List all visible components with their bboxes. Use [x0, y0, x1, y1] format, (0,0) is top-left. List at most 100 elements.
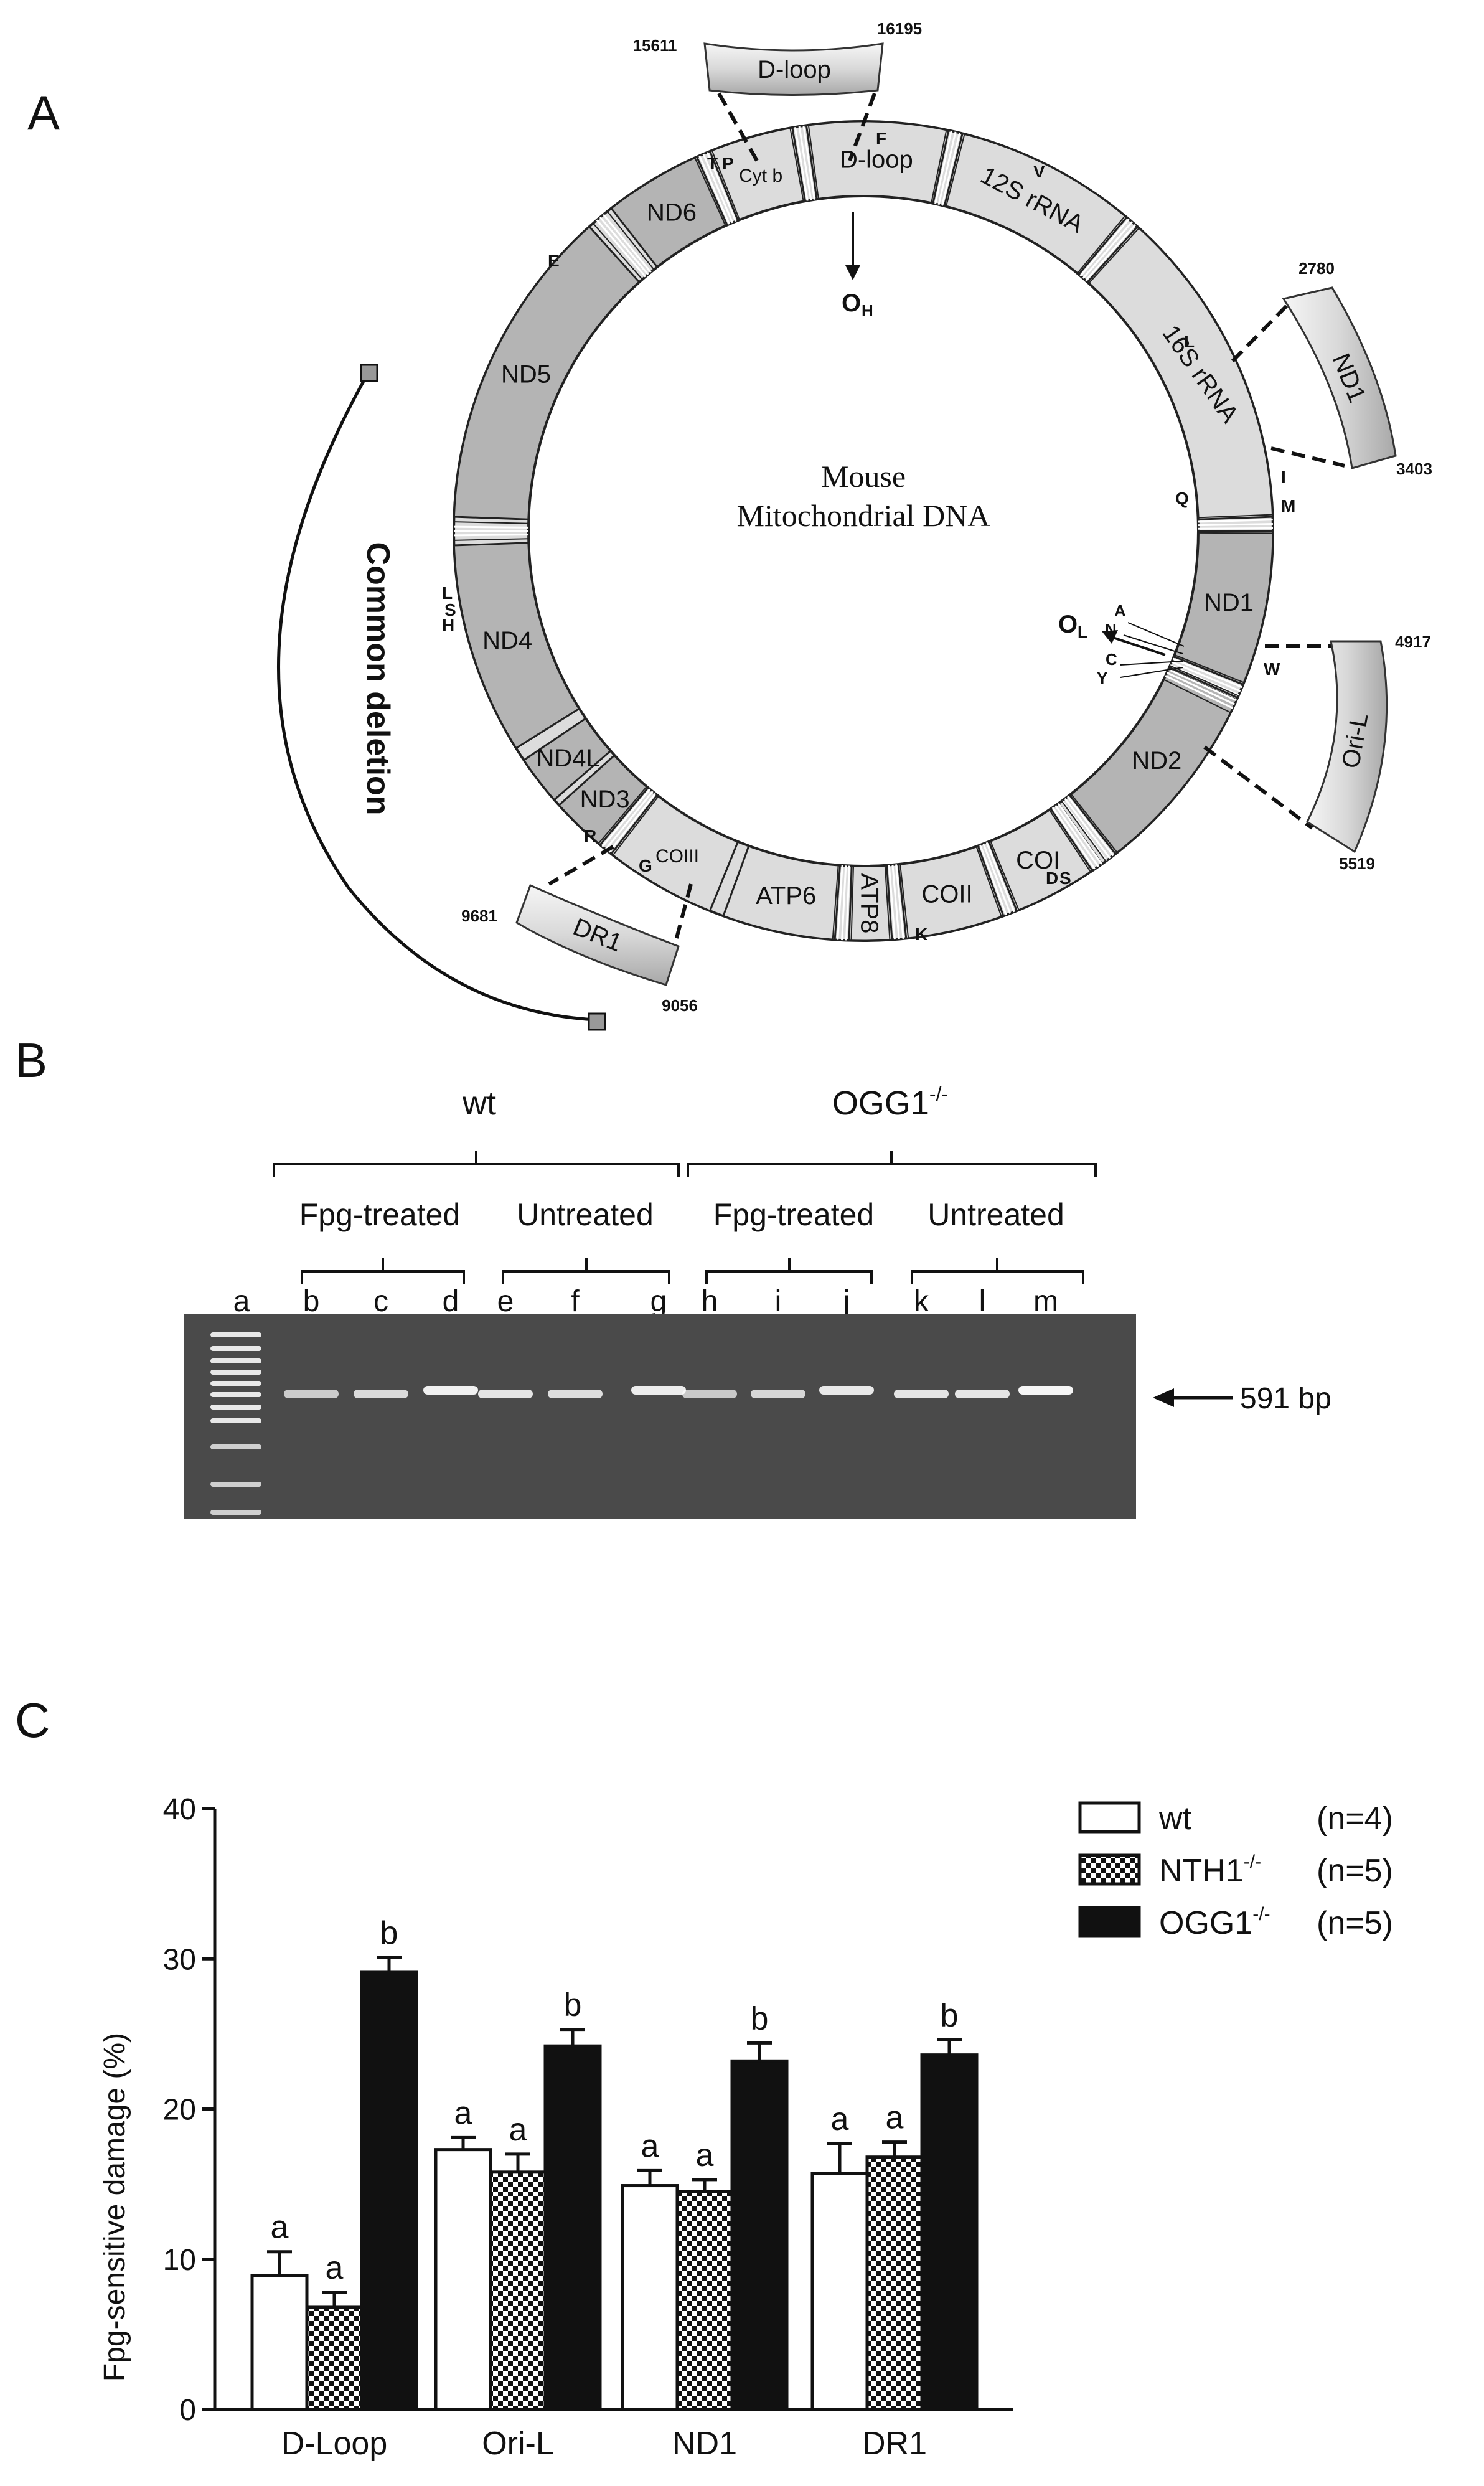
bar-ogg1-ori-l	[543, 2044, 602, 2411]
dloop-callout-dash-left	[717, 92, 759, 162]
segment-label-nd4: ND4	[482, 627, 532, 654]
trna-C: C	[1106, 650, 1117, 669]
trna-hatch	[1064, 798, 1111, 859]
trna-hatch-edge	[606, 210, 655, 270]
common-deletion-end-bottom	[588, 1012, 606, 1031]
trna-hatch-edge	[1048, 809, 1091, 872]
subgroup-ogg1-untreated: Untreated	[928, 1197, 1064, 1232]
segment-label-nd4l: ND4L	[536, 745, 599, 772]
y-axis-title: Fpg-sensitive damage (%)	[98, 2033, 131, 2381]
trna-hatch-edge	[945, 134, 965, 207]
trna-hatch-edge	[592, 223, 643, 280]
ladder-band	[210, 1418, 261, 1423]
trna-hatch-edge	[884, 865, 891, 940]
ol-trna-pointer-3	[1120, 661, 1183, 666]
trna-hatch	[1054, 804, 1099, 867]
bar-wt-d-loop	[250, 2274, 309, 2411]
y-tick-label: 40	[163, 1793, 196, 1826]
trna-hatch-edge	[850, 865, 855, 941]
ladder-band	[210, 1405, 261, 1410]
trna-hatch	[1198, 523, 1273, 527]
significance-letter: a	[831, 2101, 849, 2137]
bar-nth1-nd1	[675, 2190, 734, 2411]
bar-nth1-dr1	[865, 2155, 924, 2411]
ol-label: O	[1058, 611, 1078, 638]
trna-hatch	[603, 214, 652, 273]
nd1-callout-dash-top	[1231, 302, 1290, 363]
trna-hatch-edge	[1198, 532, 1273, 534]
trna-hatch-edge	[1170, 665, 1239, 697]
bar-nth1-d-loop	[305, 2305, 364, 2411]
legend-label-nth1: NTH1-/-	[1159, 1852, 1261, 1889]
trna-T: T	[707, 154, 718, 173]
trna-hatch	[1165, 675, 1234, 709]
legend-swatch-wt	[1078, 1801, 1141, 1834]
trna-hatch-edge	[807, 125, 819, 199]
ladder-band	[210, 1392, 261, 1397]
trna-K: K	[915, 925, 928, 944]
trna-hatch	[1198, 527, 1273, 530]
nd1-callout-start: 2780	[1298, 259, 1335, 278]
trna-hatch-edge	[899, 864, 909, 939]
trna-markers	[454, 125, 1273, 941]
trna-hatch	[937, 131, 957, 205]
lane-label-i: i	[775, 1285, 782, 1318]
trna-hatch	[888, 865, 896, 940]
trna-hatch	[604, 791, 654, 850]
ol-arrow-line	[1109, 635, 1166, 656]
trna-S1: S	[1059, 869, 1071, 888]
gel-band-lane-g	[631, 1386, 686, 1395]
ol-trna-pointer-1	[1127, 622, 1185, 647]
panel-c: C Fpg-sensitive damage (%) 010203040aabD…	[15, 1693, 1393, 2462]
segment-label-cyt-b: Cyt b	[739, 166, 782, 186]
brace-wt	[273, 1151, 680, 1177]
trna-hatch-edge	[711, 150, 741, 220]
trna-hatch	[608, 793, 656, 853]
brace-ogg1	[687, 1151, 1097, 1177]
trna-hatch	[1085, 224, 1136, 281]
segment-label-coi: COI	[1016, 847, 1060, 874]
segment-label-nd5: ND5	[501, 360, 551, 388]
gel-band-lane-d	[423, 1386, 478, 1395]
lane-label-c: c	[373, 1285, 388, 1318]
trna-hatch-edge	[1061, 800, 1107, 862]
trna-hatch	[1166, 672, 1235, 705]
oril-callout-start: 4917	[1395, 633, 1431, 651]
segment-label-nd6: ND6	[647, 199, 697, 226]
trna-D: D	[1046, 869, 1058, 888]
dloop-callout-dash-right	[848, 92, 876, 162]
common-deletion-arc	[277, 371, 597, 1022]
trna-hatch	[841, 865, 847, 941]
trna-F: F	[876, 129, 886, 148]
lane-label-b: b	[303, 1285, 320, 1318]
trna-hatch-edge	[1088, 227, 1140, 284]
ladder-band	[210, 1332, 261, 1337]
mtdna-title-line2: Mitochondrial DNA	[737, 498, 990, 533]
trna-G: G	[639, 856, 652, 875]
trna-hatch	[1198, 519, 1273, 523]
gel-bands	[284, 1386, 1073, 1398]
trna-hatch	[794, 126, 809, 201]
panel-c-label: C	[15, 1693, 50, 1748]
band-arrow-head	[1153, 1388, 1174, 1407]
ol-arrow-head	[1102, 630, 1118, 644]
group-ogg1-main: OGG1	[832, 1085, 929, 1122]
dloop-callout-label: D-loop	[758, 56, 831, 83]
lane-label-h: h	[702, 1285, 718, 1318]
panel-b-label: B	[15, 1033, 47, 1088]
lane-label-f: f	[571, 1285, 580, 1318]
gel-band-lane-e	[478, 1390, 533, 1398]
trna-hatch	[702, 153, 734, 224]
segment-label-atp6: ATP6	[756, 882, 816, 910]
oril-callout-dash-bottom	[1203, 745, 1313, 830]
trna-hatch-edge	[990, 840, 1020, 911]
trna-hatch-edge	[1070, 793, 1118, 854]
trna-hatch	[1057, 803, 1103, 865]
trna-hatch	[934, 131, 952, 204]
brace-wt-fpg	[301, 1258, 465, 1284]
lane-label-d: d	[443, 1285, 459, 1318]
trna-hatch	[698, 155, 730, 225]
trna-hatch	[1172, 657, 1242, 689]
trna-hatch-edge	[789, 128, 804, 202]
